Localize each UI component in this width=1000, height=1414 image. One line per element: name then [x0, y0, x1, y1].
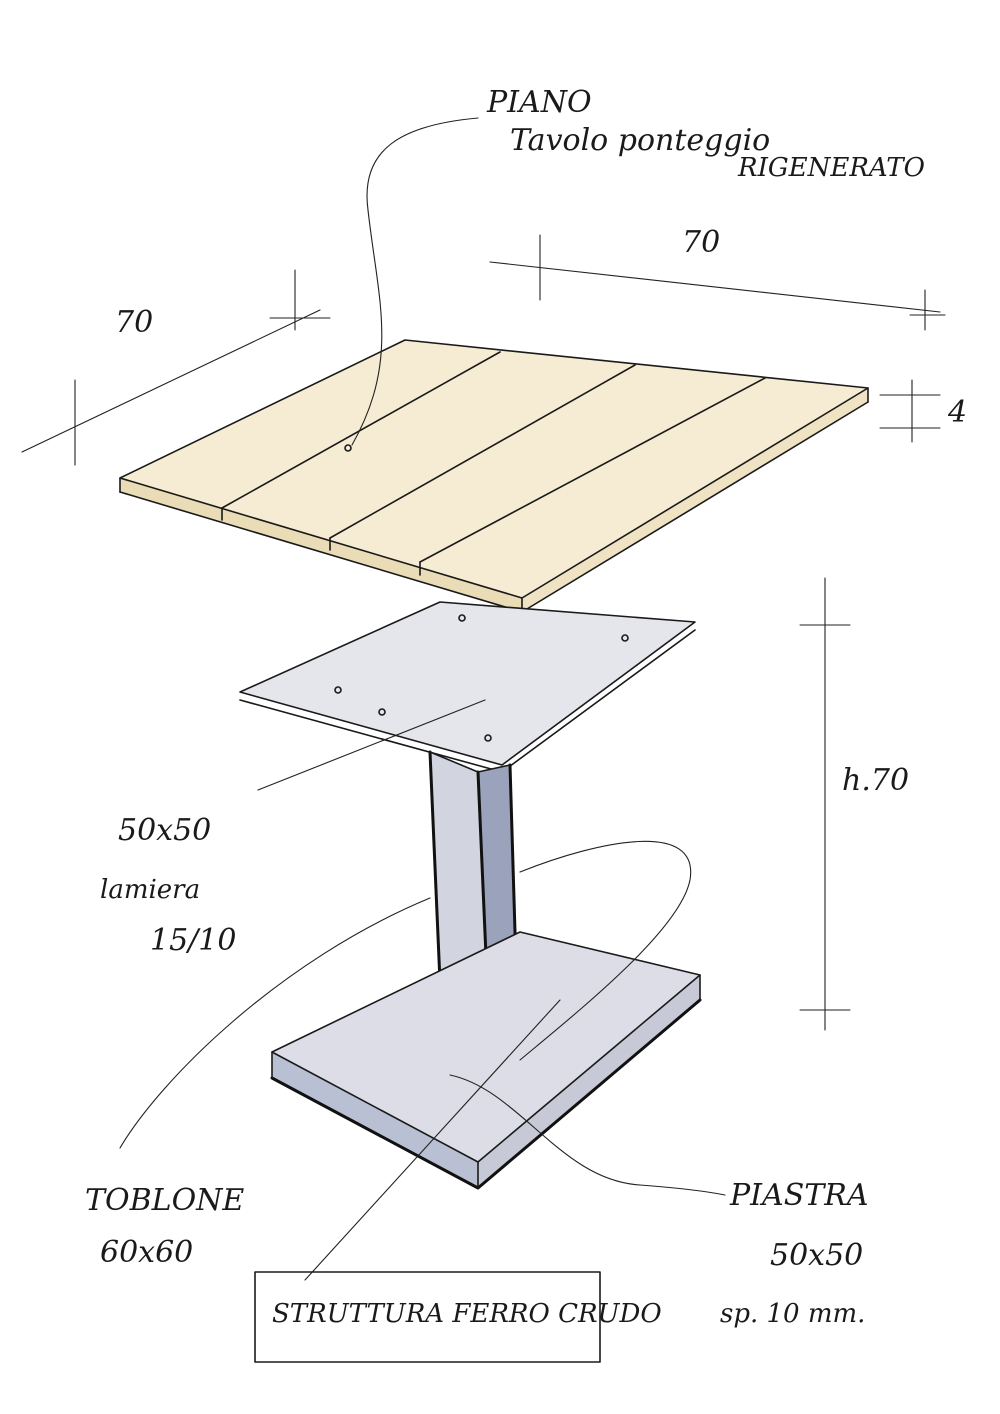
foot-label-line-1: PIASTRA [729, 1178, 869, 1213]
structure-label: STRUTTURA FERRO CRUDO [272, 1299, 662, 1329]
leader-plate [257, 699, 486, 791]
leader-foot [449, 1074, 726, 1196]
top-title-line-2: Tavolo ponteggio [510, 123, 770, 158]
plate-label-line-3: 15/10 [150, 923, 236, 958]
dim-width-label: 70 [682, 225, 720, 260]
structure-label-box [254, 1271, 601, 1363]
top-title-line-3: RIGENERATO [737, 153, 925, 183]
leader-column [519, 840, 692, 1061]
plate-label-line-2: lamiera [100, 875, 200, 905]
dimension-lines [21, 234, 946, 1031]
table-top [119, 339, 869, 613]
dim-depth-label: 70 [115, 305, 153, 340]
table-top-edge [120, 478, 522, 612]
support-plate [239, 601, 696, 773]
leader-top-title [351, 117, 479, 446]
base-plate [270, 931, 702, 1190]
base-label-line-2: 60x60 [100, 1235, 193, 1270]
top-title-line-1: PIANO [486, 85, 592, 120]
foot-label-line-3: sp. 10 mm. [720, 1299, 865, 1329]
leader-structure [304, 999, 561, 1281]
foot-label-line-2: 50x50 [770, 1238, 863, 1273]
dim-height-label: h.70 [842, 763, 909, 798]
leader-base [119, 897, 431, 1149]
plank-seams [221, 351, 766, 563]
table-top-side [522, 388, 868, 612]
dim-thickness-label: 4 [947, 395, 967, 430]
base-label-line-1: TOBLONE [85, 1183, 244, 1218]
screw-hole [344, 444, 352, 452]
plate-label-line-1: 50x50 [118, 813, 211, 848]
